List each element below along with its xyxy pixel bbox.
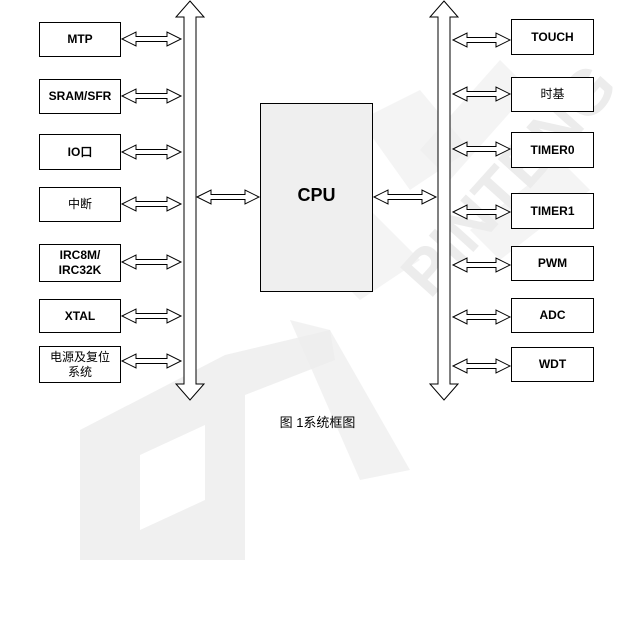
right-link-arrow-4 [451,257,512,273]
module-touch: TOUCH [511,19,594,55]
module-timebase: 时基 [511,77,594,112]
left-link-arrow-0 [120,31,183,47]
figure-caption: 图 1系统框图 [279,415,356,430]
module-power-reset: 电源及复位 系统 [39,346,121,383]
module-mtp: MTP [39,22,121,57]
left-bus-cpu-arrow [195,189,261,205]
module-pwm: PWM [511,246,594,281]
left-link-arrow-1 [120,88,183,104]
module-interrupt: 中断 [39,187,121,222]
module-timer0: TIMER0 [511,132,594,168]
right-bus-arrow [428,0,460,401]
module-sram-sfr: SRAM/SFR [39,79,121,114]
right-link-arrow-2 [451,141,512,157]
module-wdt: WDT [511,347,594,382]
cpu-block: CPU [260,103,373,292]
left-link-arrow-3 [120,196,183,212]
module-timer1: TIMER1 [511,193,594,229]
module-io: IO口 [39,134,121,170]
right-link-arrow-6 [451,358,512,374]
left-link-arrow-5 [120,308,183,324]
left-link-arrow-6 [120,353,183,369]
right-link-arrow-1 [451,86,512,102]
right-link-arrow-5 [451,309,512,325]
module-adc: ADC [511,298,594,333]
right-link-arrow-3 [451,204,512,220]
right-link-arrow-0 [451,32,512,48]
module-xtal: XTAL [39,299,121,333]
left-link-arrow-2 [120,144,183,160]
module-irc: IRC8M/ IRC32K [39,244,121,282]
left-link-arrow-4 [120,254,183,270]
cpu-right-bus-arrow [372,189,438,205]
left-bus-arrow [174,0,206,401]
